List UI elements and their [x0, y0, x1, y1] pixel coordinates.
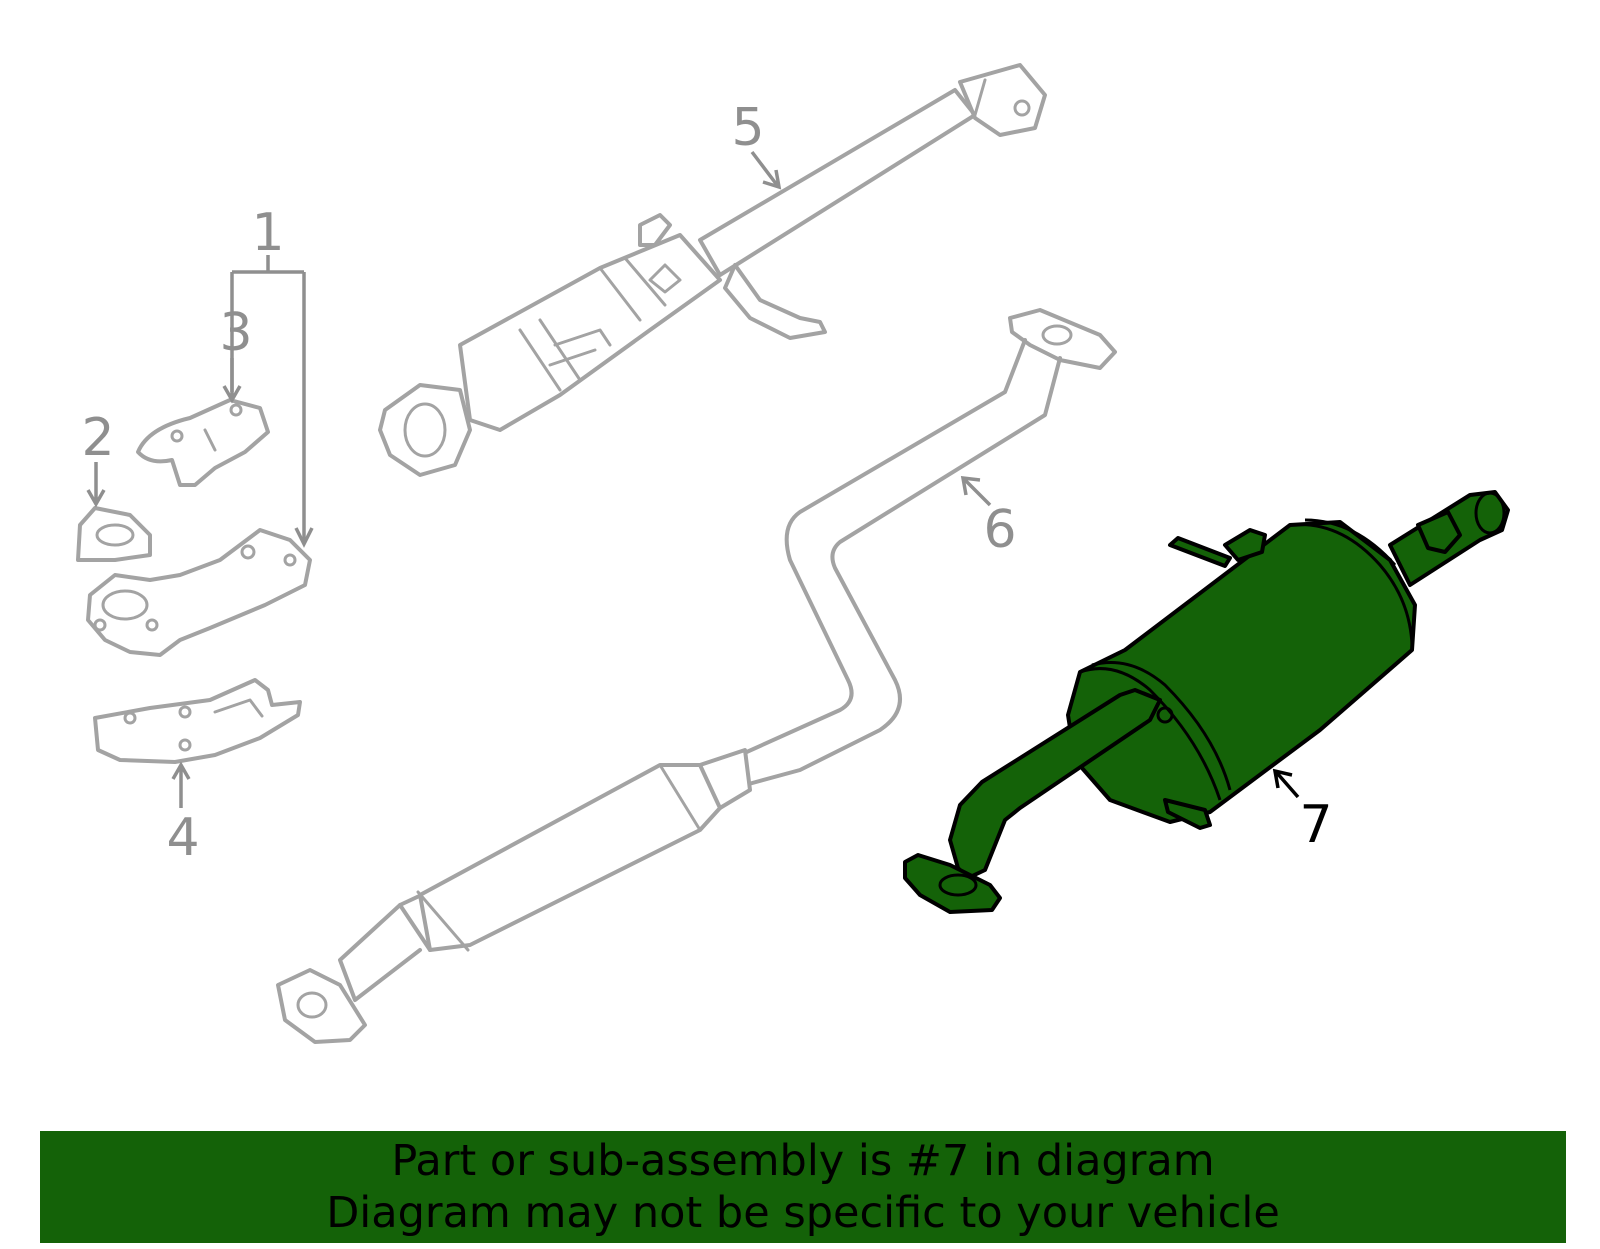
part-6-intermediate-pipe-resonator — [276, 308, 1117, 1044]
callout-3-label: 3 — [219, 303, 252, 363]
callout-5-label: 5 — [731, 98, 764, 158]
part-7-muffler — [903, 490, 1510, 914]
callout-1: 1 — [230, 203, 314, 548]
part-info-banner: Part or sub-assembly is #7 in diagram Di… — [40, 1131, 1566, 1243]
callout-6: 6 — [960, 475, 1017, 560]
callout-4-label: 4 — [166, 808, 199, 868]
callout-4: 4 — [166, 761, 200, 868]
callout-6-label: 6 — [983, 500, 1016, 560]
muffler-inlet-flange — [903, 853, 1002, 914]
part-1-exhaust-manifold — [86, 528, 312, 657]
part-2-gasket — [76, 506, 152, 562]
part-4-lower-heat-shield — [93, 678, 302, 764]
callout-2: 2 — [81, 408, 115, 508]
callout-7-label: 7 — [1299, 795, 1332, 855]
callout-1-label: 1 — [251, 203, 284, 263]
callout-2-label: 2 — [81, 408, 114, 468]
part-5-front-pipe-catalytic-converter — [378, 63, 1047, 477]
banner-part-line: Part or sub-assembly is #7 in diagram — [391, 1136, 1215, 1186]
callout-5: 5 — [731, 98, 782, 190]
banner-disclaimer-line: Diagram may not be specific to your vehi… — [326, 1188, 1280, 1238]
part-3-upper-heat-shield — [136, 398, 270, 487]
callout-7[interactable]: 7 — [1272, 768, 1333, 855]
callout-3: 3 — [219, 303, 253, 404]
